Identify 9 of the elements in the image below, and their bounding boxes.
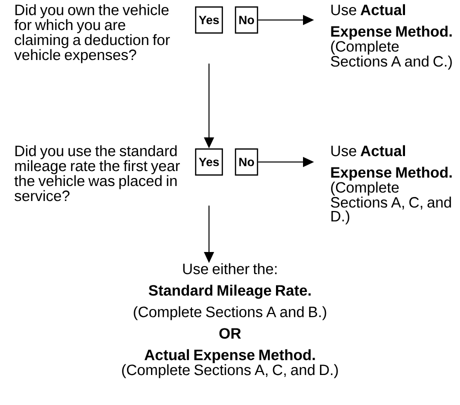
question-text: Did you use the standard mileage rate the first year the vehicle was placed in service? [14, 145, 180, 202]
result-text: Use Actual Expense Method. (Complete Sections A, C, and D.) [330, 145, 452, 224]
result-text: Use Actual Expense Method. (Complete Sections A and C.) [330, 4, 452, 70]
answer-box: No [234, 148, 258, 176]
question-text: Did you own the vehicle for which you are claiming a deduction for vehicle expenses? [14, 4, 170, 64]
outcome-text: Use either the: Standard Mileage Rate. (Complete Sections A and B.) OR Actual Expense Method. (Complete Sections A, C, and D.) [122, 263, 338, 378]
answer-box: Yes [195, 6, 223, 34]
answer-box: Yes [195, 148, 223, 176]
answer-box: No [234, 6, 258, 34]
